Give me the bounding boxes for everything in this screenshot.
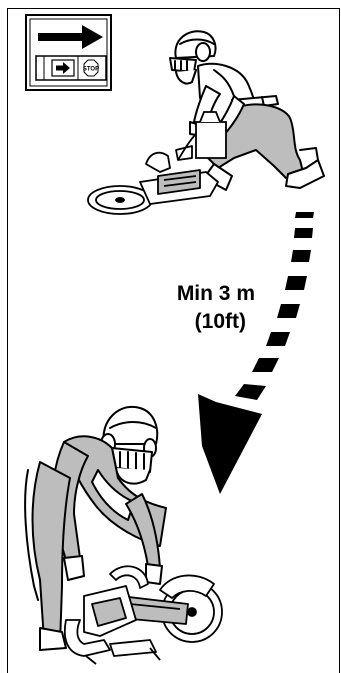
distance-imperial: (10ft): [0, 308, 255, 336]
kneeling-operator-figure: [170, 31, 324, 190]
svg-text:STOP: STOP: [83, 67, 99, 73]
start-stop-sign: STOP: [26, 15, 111, 90]
stop-icon: STOP: [83, 60, 99, 76]
cut-off-saw-bottom: [65, 566, 222, 664]
minimum-distance-label: Min 3 m (10ft): [0, 280, 255, 336]
distance-metric: Min 3 m: [0, 280, 255, 308]
distance-arrow: [198, 212, 314, 494]
